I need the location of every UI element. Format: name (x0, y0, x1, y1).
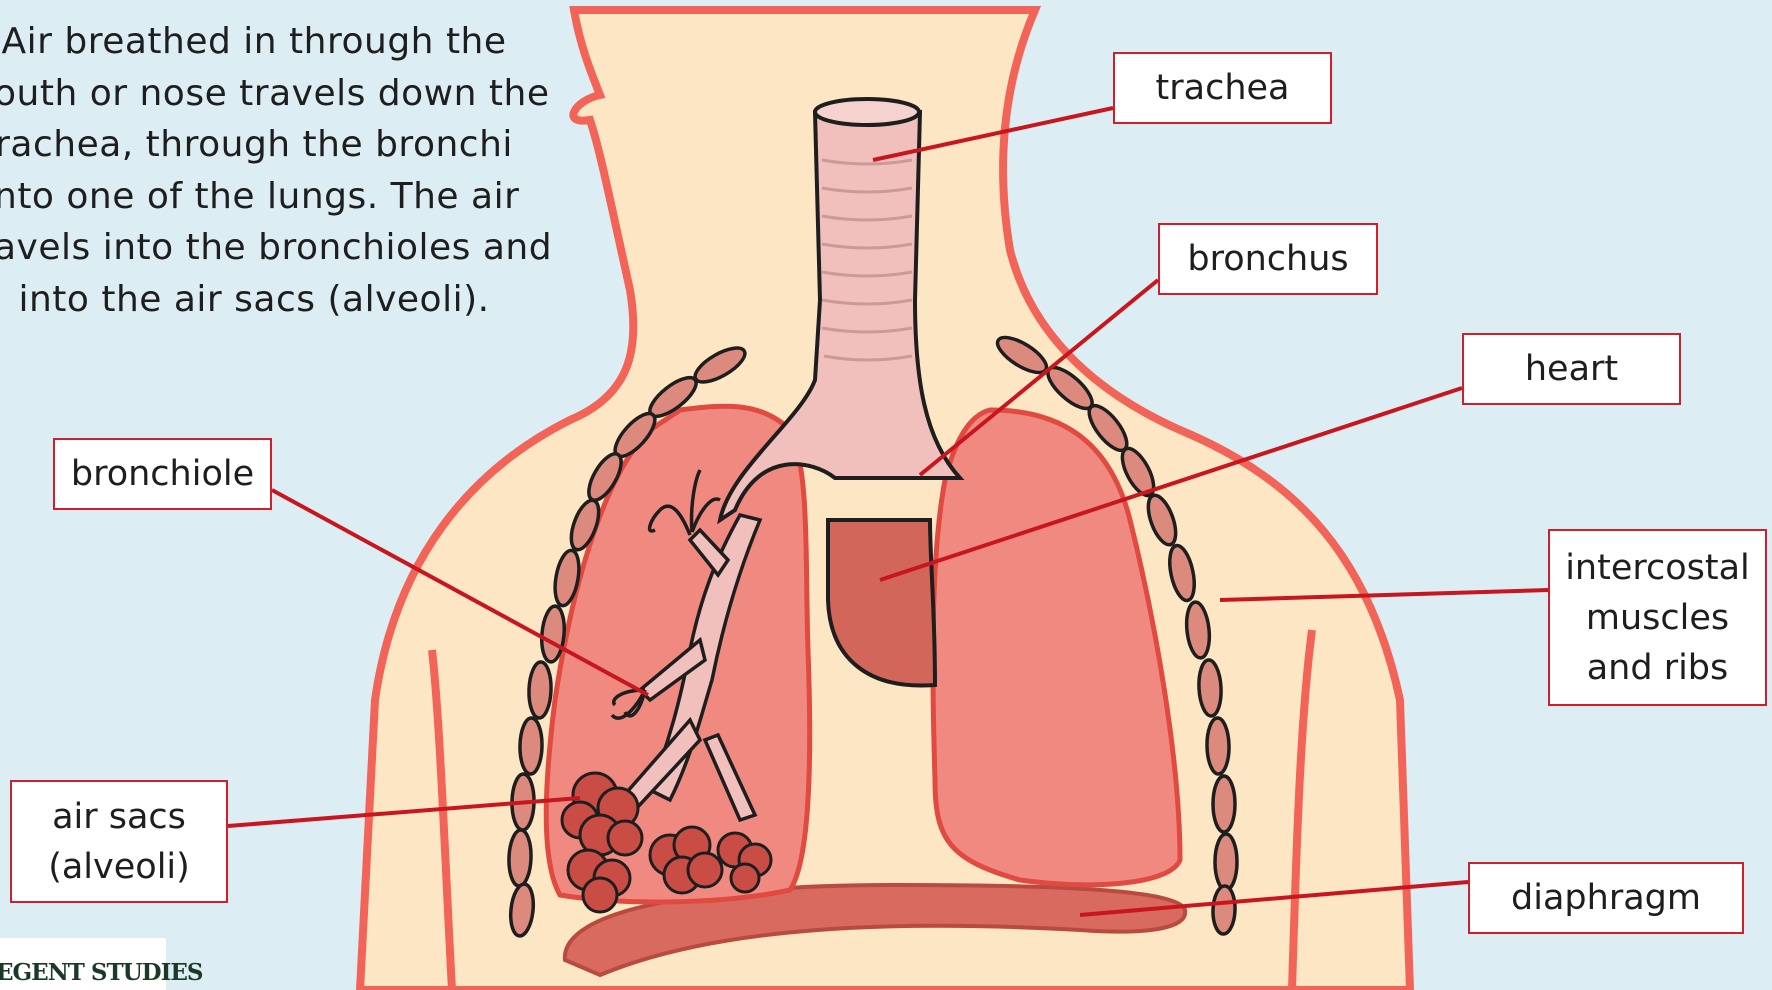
description-text: Air breathed in through the outh or nose… (0, 16, 514, 325)
label-air-sacs-line: (alveoli) (48, 842, 190, 892)
label-intercostal-line: intercostal (1565, 543, 1750, 593)
description-line: Air breathed in through the (0, 16, 514, 68)
description-line: rachea, through the bronchi (0, 119, 514, 171)
label-intercostal-line: and ribs (1587, 643, 1729, 693)
label-trachea: trachea (1113, 52, 1332, 124)
description-line: outh or nose travels down the (0, 68, 514, 120)
label-intercostal: intercostal muscles and ribs (1548, 529, 1767, 706)
watermark-text: EGENT STUDIES (0, 959, 202, 986)
description-line: avels into the bronchioles and (0, 222, 514, 274)
label-bronchus: bronchus (1158, 223, 1378, 295)
label-air-sacs-line: air sacs (52, 792, 186, 842)
description-line: nto one of the lungs. The air (0, 171, 514, 223)
label-diaphragm: diaphragm (1468, 862, 1744, 934)
trachea-opening (815, 99, 919, 125)
label-bronchiole: bronchiole (53, 438, 272, 510)
label-intercostal-line: muscles (1586, 593, 1729, 643)
watermark-logo: EGENT STUDIES (0, 938, 166, 990)
description-line: into the air sacs (alveoli). (0, 274, 514, 326)
label-air-sacs: air sacs (alveoli) (10, 780, 228, 903)
label-heart: heart (1462, 333, 1681, 405)
